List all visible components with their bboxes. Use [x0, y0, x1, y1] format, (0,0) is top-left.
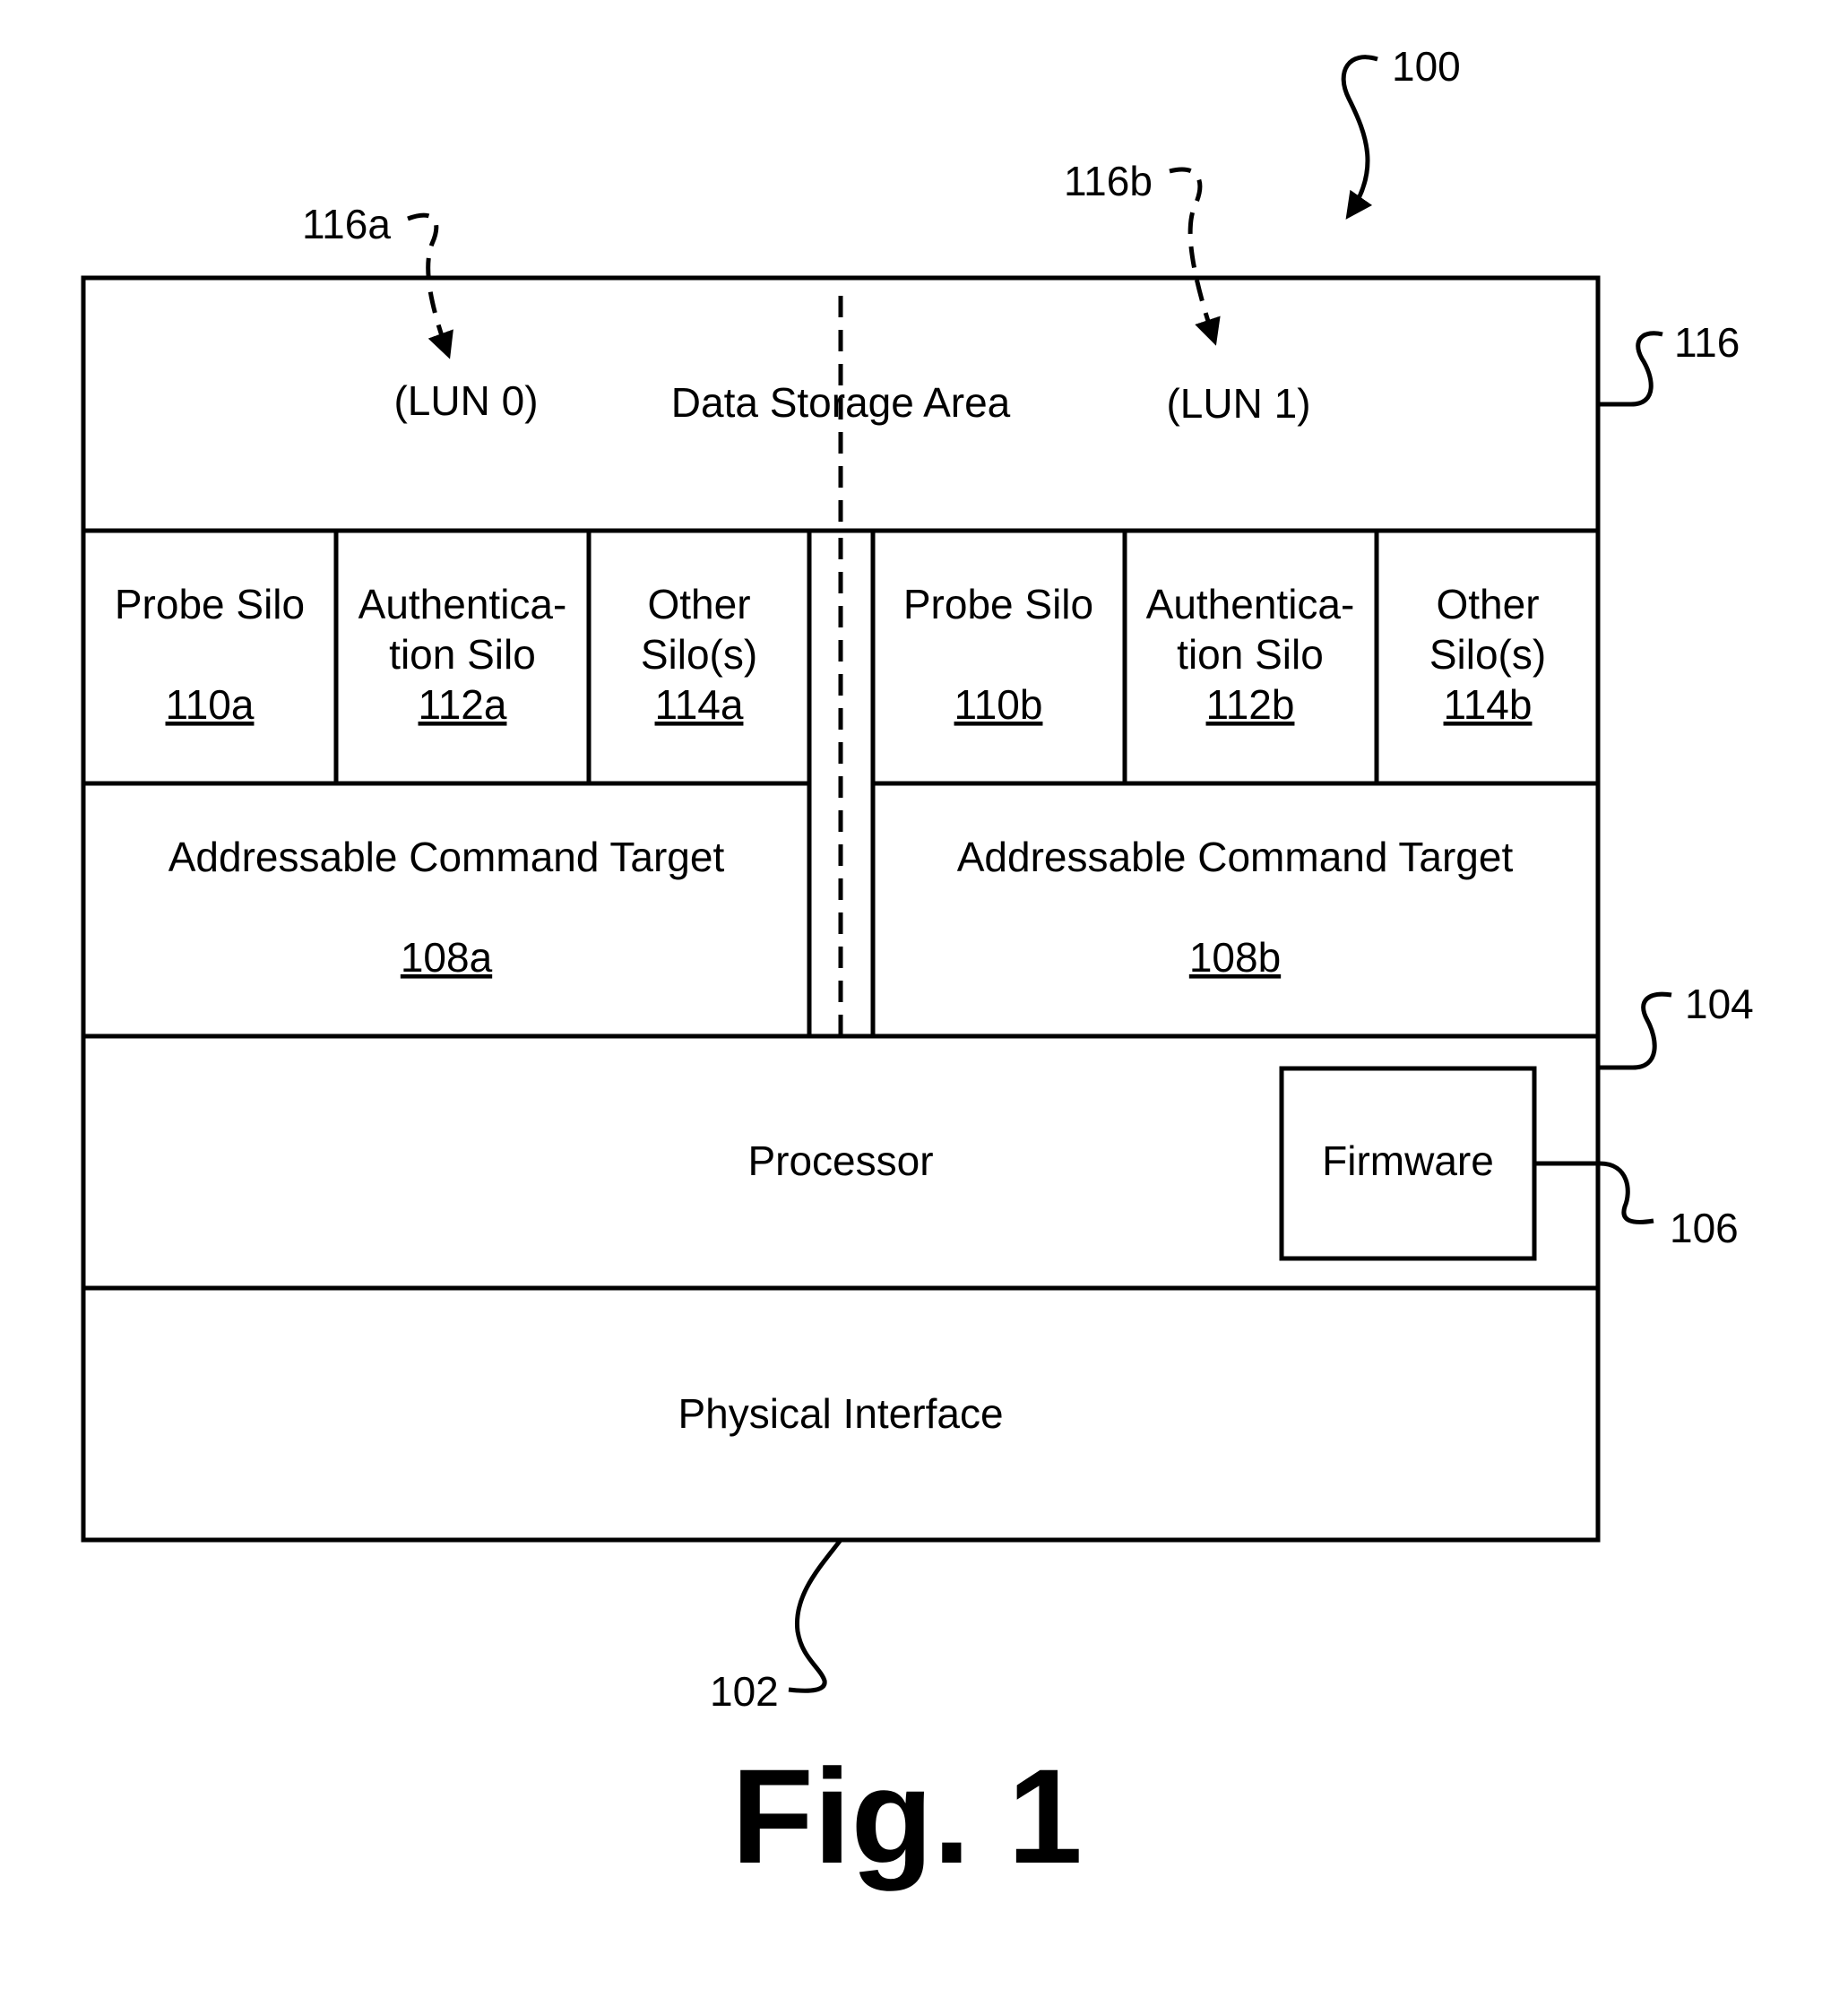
ref-116b: 116b: [1064, 158, 1153, 204]
ref-104: 104: [1685, 981, 1754, 1027]
other-silos-label-line2: Silo(s): [641, 631, 757, 678]
other-silos-label-line1: Other: [647, 581, 750, 627]
leader-104: [1598, 994, 1671, 1068]
auth-silo-number: 112a: [419, 681, 507, 728]
other-silos-label-line1: Other: [1436, 581, 1539, 627]
auth-silo-label-line2: tion Silo: [389, 631, 536, 678]
probe-silo-number: 110a: [166, 681, 255, 728]
physical-interface-label: Physical Interface: [678, 1390, 1003, 1437]
ref-116a: 116a: [302, 201, 391, 247]
lun1-label: (LUN 1): [1166, 380, 1310, 427]
auth-silo-number: 112b: [1206, 681, 1295, 728]
figure-caption: Fig. 1: [731, 1741, 1083, 1891]
auth-silo-label-line2: tion Silo: [1177, 631, 1324, 678]
command-target-number: 108a: [401, 934, 493, 981]
other-silos-number: 114a: [655, 681, 744, 728]
ref-100: 100: [1392, 43, 1461, 90]
command-target-label: Addressable Command Target: [168, 834, 725, 880]
probe-silo-label: Probe Silo: [115, 581, 305, 627]
auth-silo-label-line1: Authentica-: [358, 581, 567, 627]
probe-silo-number: 110b: [954, 681, 1043, 728]
firmware-label: Firmware: [1322, 1137, 1494, 1184]
auth-silo-label-line1: Authentica-: [1146, 581, 1355, 627]
probe-silo-label: Probe Silo: [903, 581, 1093, 627]
other-silos-number: 114b: [1444, 681, 1533, 728]
command-target-number: 108b: [1189, 934, 1281, 981]
leader-116: [1598, 333, 1662, 404]
lun0-label: (LUN 0): [393, 377, 538, 424]
command-target-label: Addressable Command Target: [957, 834, 1514, 880]
other-silos-label-line2: Silo(s): [1429, 631, 1546, 678]
ref-106: 106: [1670, 1205, 1739, 1251]
other-silos-114b: Other Silo(s) 114b: [1429, 581, 1546, 728]
other-silos-114a: Other Silo(s) 114a: [641, 581, 757, 728]
leader-102: [789, 1540, 841, 1691]
ref-116: 116: [1674, 319, 1740, 366]
leader-100: [1343, 57, 1377, 215]
processor-label: Processor: [747, 1137, 933, 1184]
ref-102: 102: [710, 1668, 779, 1715]
